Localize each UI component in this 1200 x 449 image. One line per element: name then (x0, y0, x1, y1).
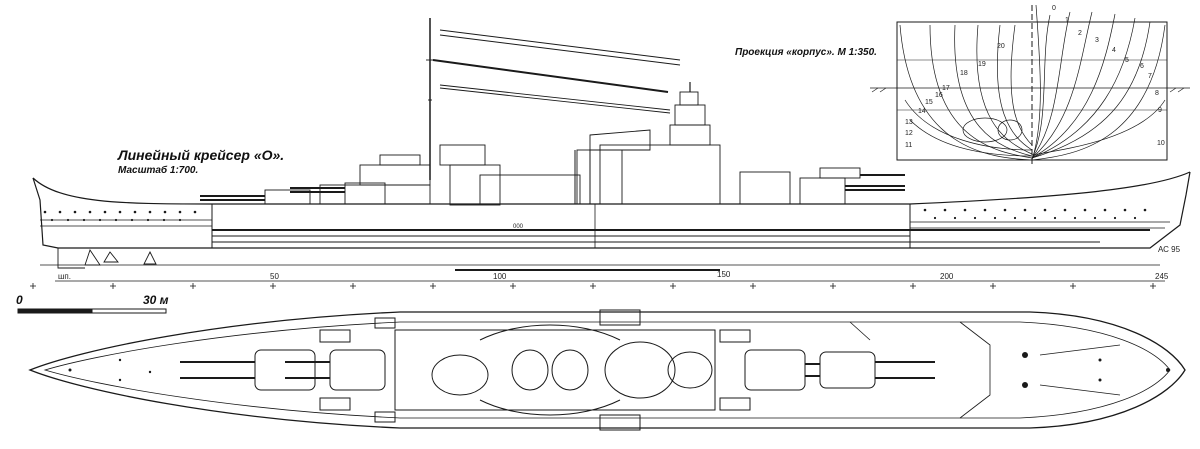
tick-label-200: 200 (940, 272, 954, 281)
station-7-label: 7 (1148, 73, 1152, 80)
station-1-label: 1 (1065, 17, 1069, 24)
projection-text: Проекция «корпус». М 1:350. (735, 47, 877, 58)
station-14-label: 14 (918, 108, 926, 115)
side-hull (32, 171, 1191, 249)
station-5-label: 5 (1125, 57, 1129, 64)
tick-label-frame: шп. (58, 272, 71, 281)
station-9-label: 9 (1158, 107, 1162, 114)
tick-label-150: 150 (717, 270, 731, 279)
station-19-label: 19 (978, 61, 986, 68)
body-plan: 20 19 18 17 16 15 14 13 12 11 0 1 2 3 4 … (870, 4, 1190, 165)
plan-view (28, 309, 1186, 431)
scale-text: Масштаб 1:700. (118, 165, 199, 176)
station-13-label: 13 (905, 119, 913, 126)
hull-mark: 000 (513, 224, 524, 230)
portholes-fwd (923, 208, 1147, 220)
scale-bar (17, 308, 167, 314)
tick-label-100: 100 (493, 272, 507, 281)
station-12-label: 12 (905, 130, 913, 137)
scale-bar-end-label: 30 м (143, 293, 169, 307)
station-20-label: 20 (997, 43, 1005, 50)
station-3-label: 3 (1095, 37, 1099, 44)
station-6-label: 6 (1140, 63, 1144, 70)
station-8-label: 8 (1155, 90, 1159, 97)
tick-label-50: 50 (270, 272, 279, 281)
station-4-label: 4 (1112, 47, 1116, 54)
signature: АС 95 (1158, 245, 1181, 254)
side-view: 000 (32, 18, 1191, 271)
tick-label-245: 245 (1155, 272, 1169, 281)
superstructure (200, 18, 905, 206)
frame-ruler: шп. 50 100 150 200 245 АС 95 (30, 245, 1181, 289)
scale-bar-start-label: 0 (16, 293, 23, 307)
drawing-title: Линейный крейсер «О». (118, 147, 285, 163)
station-0-label: 0 (1052, 5, 1056, 12)
station-18-label: 18 (960, 70, 968, 77)
station-11-label: 11 (905, 142, 912, 149)
station-17-label: 17 (942, 85, 950, 92)
station-10-label: 10 (1157, 140, 1165, 147)
portholes-aft (43, 210, 197, 222)
plan-hull (28, 311, 1186, 429)
station-15-label: 15 (925, 99, 933, 106)
station-2-label: 2 (1078, 30, 1082, 37)
station-16-label: 16 (935, 92, 943, 99)
